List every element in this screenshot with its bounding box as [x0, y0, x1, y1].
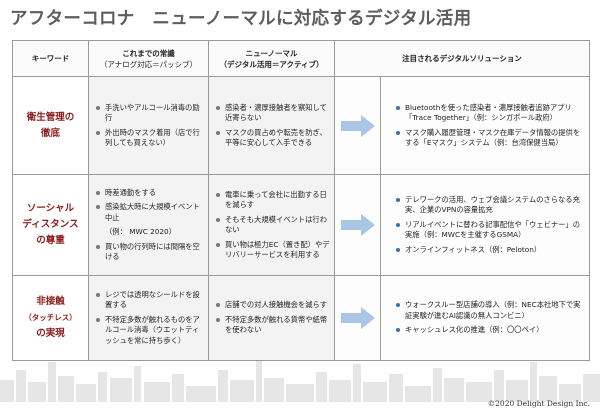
page-title: アフターコロナ ニューノーマルに対応するデジタル活用 [10, 9, 472, 29]
keyword-line: ディスタンス [22, 219, 79, 230]
old-practice-cell: 時差通勤をする 感染拡大時に大規模イベント中止 （例： MWC 2020） 買い… [88, 174, 209, 276]
table-row: 衛生管理の 徹底 手洗いやアルコール消毒の励行 外出時のマスク着用（店で行列して… [12, 76, 591, 175]
list-item: キャッシュレス化の推進（例：〇〇ペイ） [395, 325, 585, 336]
right-arrow-icon [341, 307, 375, 329]
list-item: ウォークスルー型店舗の導入（例：NEC本社地下で実証実験が進むAI認識の無人コン… [395, 300, 585, 321]
list-item: 不特定多数が触れる貨幣や紙幣を使わない [215, 315, 330, 336]
solution-cell: Bluetoothを使った感染者・濃厚接触者追跡アプリ「Trace Togeth… [379, 76, 591, 175]
new-normal-cell: 店舗での対人接触機会を減らす 不特定多数が触れる貨幣や紙幣を使わない [208, 275, 335, 361]
list-item: テレワークの活用、ウェブ会議システムのさらなる充実、企業のVPNの容量拡充 [395, 195, 585, 216]
solution-cell: テレワークの活用、ウェブ会議システムのさらなる充実、企業のVPNの容量拡充 リア… [379, 174, 591, 276]
keyword-cell: 衛生管理の 徹底 [12, 76, 89, 175]
list-item: オンラインフィットネス（例：Peloton） [395, 245, 585, 256]
header-digital-solution: 注目されるデジタルソリューション [333, 40, 591, 77]
keyword-line: 衛生管理の [26, 111, 75, 123]
list-item: 電車に乗って会社に出勤する日を減らす [215, 190, 330, 211]
header-keyword: キーワード [12, 40, 89, 77]
comparison-table: キーワード これまでの常識 （アナログ対応＝パッシブ） ニューノーマル （デジタ… [12, 40, 591, 361]
keyword-line: 非接触 [36, 296, 65, 307]
solution-cell: ウォークスルー型店舗の導入（例：NEC本社地下で実証実験が進むAI認識の無人コン… [379, 275, 591, 361]
new-normal-cell: 感染者・濃厚接触者を察知して近寄らない マスクの買占めや転売を防ぎ、平等に安心し… [208, 76, 335, 175]
list-item: レジでは透明なシールドを設置する [95, 290, 204, 311]
list-item: 店舗での対人接触機会を減らす [215, 300, 330, 311]
list-item: 不特定多数が触れるものをアルコール消毒（ウエットティッシュを常に持ち歩く） [95, 315, 204, 347]
new-normal-cell: 電車に乗って会社に出勤する日を減らす そもそも大規模イベントは行わない 買い物は… [208, 174, 335, 276]
list-item: 感染者・濃厚接触者を察知して近寄らない [215, 103, 330, 124]
list-item: 外出時のマスク着用（店で行列しても買えない） [95, 128, 204, 149]
copyright-notice: ©2020 Delight Design Inc. [487, 399, 590, 408]
list-item: マスクの買占めや転売を防ぎ、平等に安心して入手できる [215, 128, 330, 149]
list-item: リアルイベントに替わる記事配信や「ウェビナー」の実施（例：MWCを主催するGSM… [395, 220, 585, 241]
list-item: そもそも大規模イベントは行わない [215, 215, 330, 236]
keyword-cell: 非接触 （タッチレス） の実現 [12, 275, 89, 361]
header-new-normal: ニューノーマル （デジタル活用＝アクティブ） [208, 40, 335, 77]
arrow-cell [334, 174, 381, 276]
header-old-title: これまでの常識 [122, 48, 175, 58]
table-header-row: キーワード これまでの常識 （アナログ対応＝パッシブ） ニューノーマル （デジタ… [12, 40, 591, 77]
list-item: マスク購入履歴管理・マスク在庫データ情報の提供をする「Eマスク」システム（例：台… [395, 128, 585, 149]
table-row: 非接触 （タッチレス） の実現 レジでは透明なシールドを設置する 不特定多数が触… [12, 275, 591, 361]
header-old-common-sense: これまでの常識 （アナログ対応＝パッシブ） [88, 40, 209, 77]
header-old-subtitle: （アナログ対応＝パッシブ） [99, 59, 198, 69]
old-practice-cell: 手洗いやアルコール消毒の励行 外出時のマスク着用（店で行列しても買えない） [88, 76, 209, 175]
header-solution-label: 注目されるデジタルソリューション [402, 54, 522, 63]
header-new-subtitle: （デジタル活用＝アクティブ） [219, 59, 324, 69]
list-item: Bluetoothを使った感染者・濃厚接触者追跡アプリ「Trace Togeth… [395, 103, 585, 124]
header-new-title: ニューノーマル [245, 48, 298, 58]
keyword-line: の実現 [36, 328, 65, 339]
list-item: 時差通勤をする [95, 188, 204, 199]
keyword-line: （タッチレス） [24, 313, 77, 322]
header-keyword-label: キーワード [31, 54, 70, 63]
arrow-cell [334, 275, 381, 361]
arrow-cell [334, 76, 381, 175]
skyline-illustration [0, 358, 600, 402]
list-item: 買い物は極力EC（置き配）やデリバリーサービスを利用する [215, 240, 330, 261]
keyword-cell: ソーシャル ディスタンス の尊重 [12, 174, 89, 276]
keyword-line: の尊重 [36, 235, 65, 246]
list-item: 感染拡大時に大規模イベント中止 [95, 202, 204, 223]
right-arrow-icon [341, 214, 375, 236]
keyword-line: ソーシャル [26, 203, 75, 214]
table-row: ソーシャル ディスタンス の尊重 時差通勤をする 感染拡大時に大規模イベント中止… [12, 174, 591, 276]
list-item: 手洗いやアルコール消毒の励行 [95, 103, 204, 124]
list-item: 買い物の行列時には間隔を空ける [95, 242, 204, 263]
list-item: （例： MWC 2020） [105, 227, 177, 236]
keyword-line: 徹底 [40, 127, 60, 139]
right-arrow-icon [341, 114, 375, 137]
old-practice-cell: レジでは透明なシールドを設置する 不特定多数が触れるものをアルコール消毒（ウエッ… [88, 275, 209, 361]
